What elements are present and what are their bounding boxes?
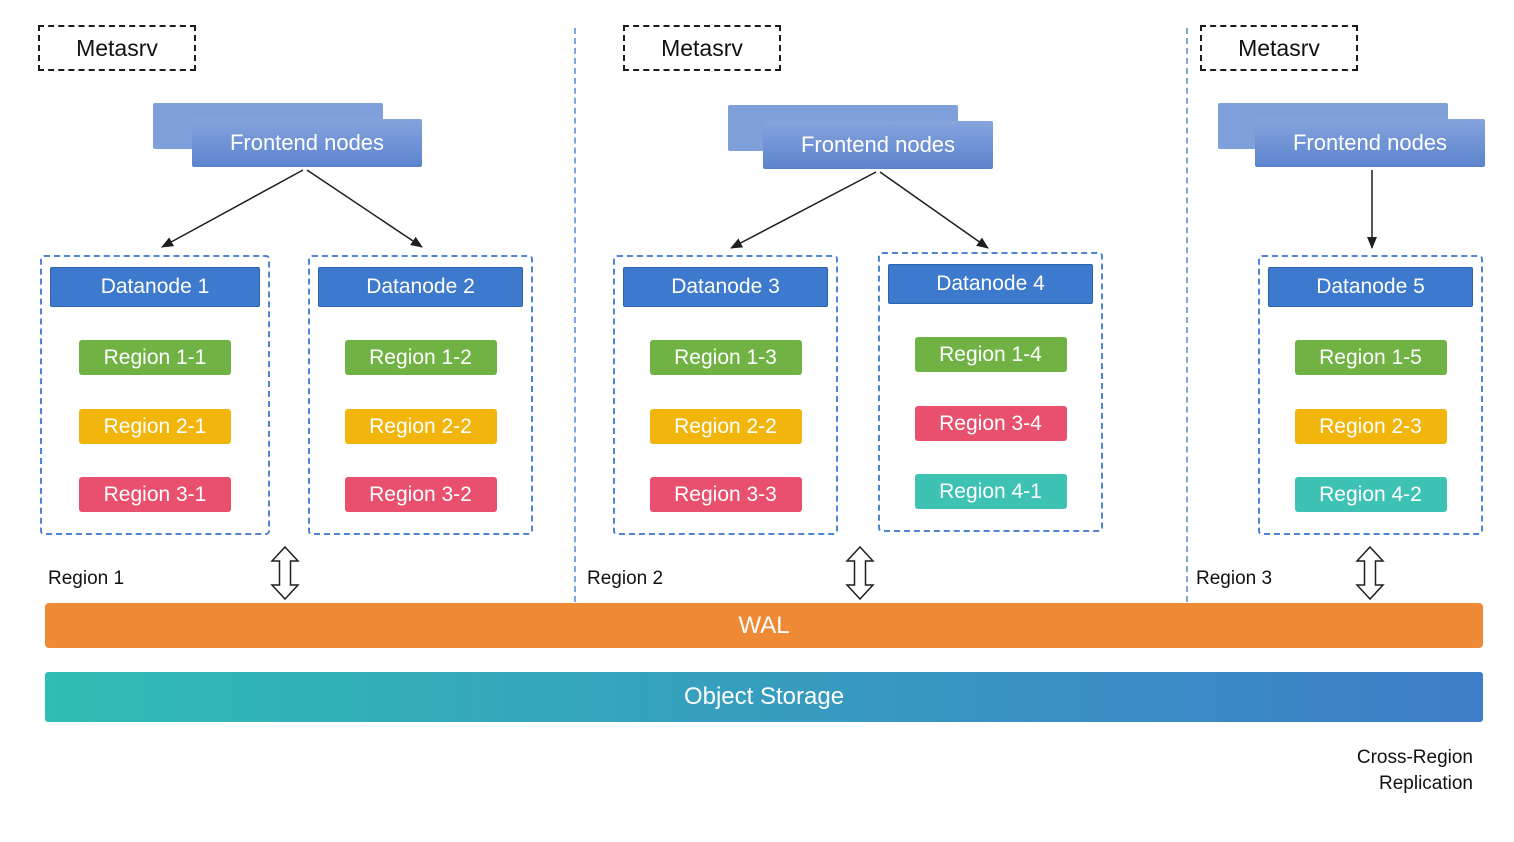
- region-chip: Region 1-1: [79, 340, 231, 375]
- frontend-nodes-label: Frontend nodes: [1292, 130, 1448, 155]
- region-chip: Region 1-2: [344, 340, 497, 375]
- region-3-label: Region 3: [1196, 568, 1273, 589]
- datanode-1-container: Datanode 1 Region 1-1 Region 2-1 Region …: [40, 255, 270, 535]
- datanode-2-container: Datanode 2 Region 1-2 Region 2-2 Region …: [308, 255, 533, 535]
- frontend-nodes-box: Frontend nodes: [1255, 119, 1485, 167]
- region-chip: Region 1-3: [649, 340, 802, 375]
- footnote-line-2: Replication: [1379, 773, 1473, 794]
- datanode-4-container: Datanode 4 Region 1-4 Region 3-4 Region …: [878, 252, 1103, 532]
- double-arrow-region-2-wal: [846, 546, 874, 600]
- region-chip: Region 4-2: [1294, 477, 1447, 512]
- region-chip: Region 4-1: [914, 474, 1067, 509]
- frontend-nodes-label: Frontend nodes: [229, 130, 385, 155]
- region-chip: Region 2-2: [649, 409, 802, 444]
- wal-bar: WAL: [45, 603, 1483, 648]
- datanode-3-container: Datanode 3 Region 1-3 Region 2-2 Region …: [613, 255, 838, 535]
- metasrv-box: Metasrv: [1200, 25, 1358, 71]
- metasrv-label: Metasrv: [76, 34, 158, 61]
- datanode-3-header: Datanode 3: [623, 267, 828, 307]
- datanode-1-header: Datanode 1: [50, 267, 260, 307]
- region-chip: Region 2-2: [344, 409, 497, 444]
- object-storage-bar: Object Storage: [45, 672, 1483, 722]
- region-chip: Region 1-5: [1294, 340, 1447, 375]
- datanode-2-header: Datanode 2: [318, 267, 523, 307]
- object-storage-label: Object Storage: [683, 683, 845, 710]
- datanode-4-header: Datanode 4: [888, 264, 1093, 304]
- metasrv-label: Metasrv: [1238, 34, 1320, 61]
- double-arrow-region-3-wal: [1356, 546, 1384, 600]
- region-chip: Region 3-4: [914, 406, 1067, 441]
- region-separator: [574, 28, 576, 602]
- region-chip: Region 2-1: [79, 409, 231, 444]
- region-chip: Region 3-2: [344, 477, 497, 512]
- arrow-frontend-to-datanode-3: [730, 171, 877, 249]
- region-2-label: Region 2: [587, 568, 664, 589]
- region-chip: Region 3-1: [79, 477, 231, 512]
- arrow-frontend-to-datanode-4: [879, 171, 989, 249]
- region-1-label: Region 1: [48, 568, 125, 589]
- region-chip: Region 2-3: [1294, 409, 1447, 444]
- frontend-nodes-box: Frontend nodes: [192, 119, 422, 167]
- arrow-frontend-to-datanode-2: [306, 169, 423, 248]
- frontend-nodes-label: Frontend nodes: [800, 132, 956, 157]
- region-separator: [1186, 28, 1188, 602]
- double-arrow-region-1-wal: [271, 546, 299, 600]
- datanode-5-header: Datanode 5: [1268, 267, 1473, 307]
- footnote-line-1: Cross-Region: [1356, 747, 1473, 768]
- metasrv-box: Metasrv: [38, 25, 196, 71]
- region-chip: Region 1-4: [914, 337, 1067, 372]
- datanode-5-container: Datanode 5 Region 1-5 Region 2-3 Region …: [1258, 255, 1483, 535]
- frontend-nodes-box: Frontend nodes: [763, 121, 993, 169]
- wal-label: WAL: [738, 611, 790, 639]
- metasrv-box: Metasrv: [623, 25, 781, 71]
- region-chip: Region 3-3: [649, 477, 802, 512]
- arrow-frontend-to-datanode-1: [161, 169, 304, 248]
- metasrv-label: Metasrv: [661, 34, 743, 61]
- cross-region-replication-note: Cross-Region Replication: [1357, 745, 1473, 797]
